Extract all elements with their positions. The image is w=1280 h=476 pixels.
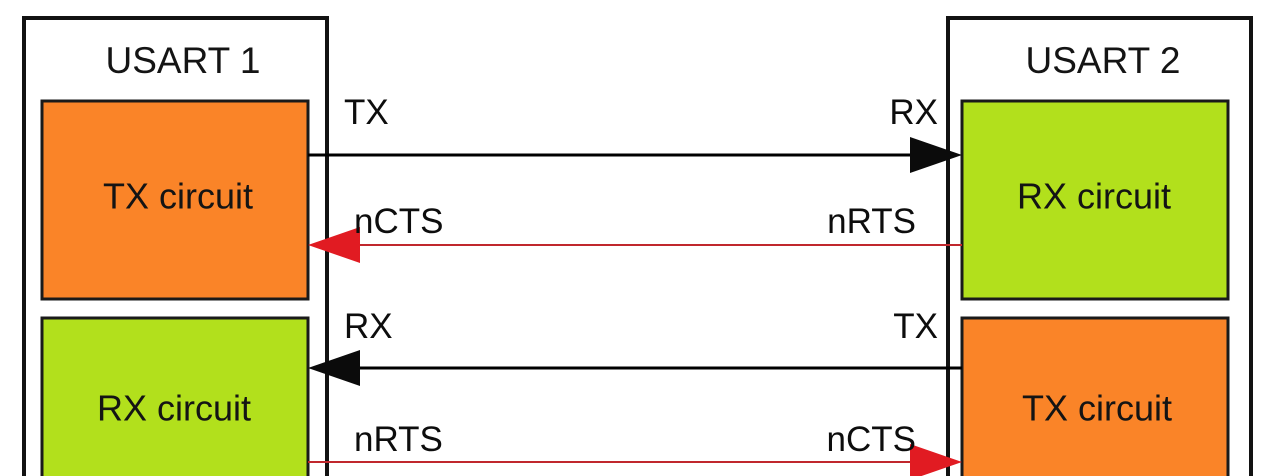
connection-nrts-to-ncts-bottom: nRTS nCTS [308,420,962,476]
connection-tx-to-rx-top: TX RX [308,93,962,173]
usart2-rx-circuit-block [960,99,1230,301]
usart2-title: USART 2 [1026,40,1181,81]
tx-label-bottom-right: TX [893,307,938,346]
nrts-ncts-top-arrowhead [308,227,360,263]
usart1-tx-circuit-block [40,99,310,301]
tx-rx-bottom-arrowhead [308,350,360,386]
usart2-tx-circuit-block [960,316,1230,476]
usart2-tx-circuit-label: TX circuit [1022,388,1172,429]
usart1-rx-circuit-label: RX circuit [97,388,251,429]
usart1-title: USART 1 [106,40,261,81]
rx-label-bottom-left: RX [344,307,393,346]
usart2-unit: USART 2 RX circuit TX circuit [946,16,1253,476]
usart1-tx-circuit-label: TX circuit [103,176,253,217]
usart1-rx-circuit-block [40,316,310,476]
usart1-unit: USART 1 TX circuit RX circuit [22,16,329,476]
ncts-label-bottom-right: nCTS [827,420,916,459]
usart2-rx-circuit-label: RX circuit [1017,176,1171,217]
nrts-label-bottom-left: nRTS [354,420,443,459]
rx-label-top-right: RX [889,93,938,132]
nrts-ncts-bottom-arrowhead [910,444,962,476]
ncts-label-top-left: nCTS [354,202,443,241]
connection-tx-to-rx-bottom: RX TX [308,307,962,386]
connection-nrts-to-ncts-top: nCTS nRTS [308,202,962,263]
tx-label-top-left: TX [344,93,389,132]
tx-rx-top-arrowhead [910,137,962,173]
nrts-label-top-right: nRTS [827,202,916,241]
